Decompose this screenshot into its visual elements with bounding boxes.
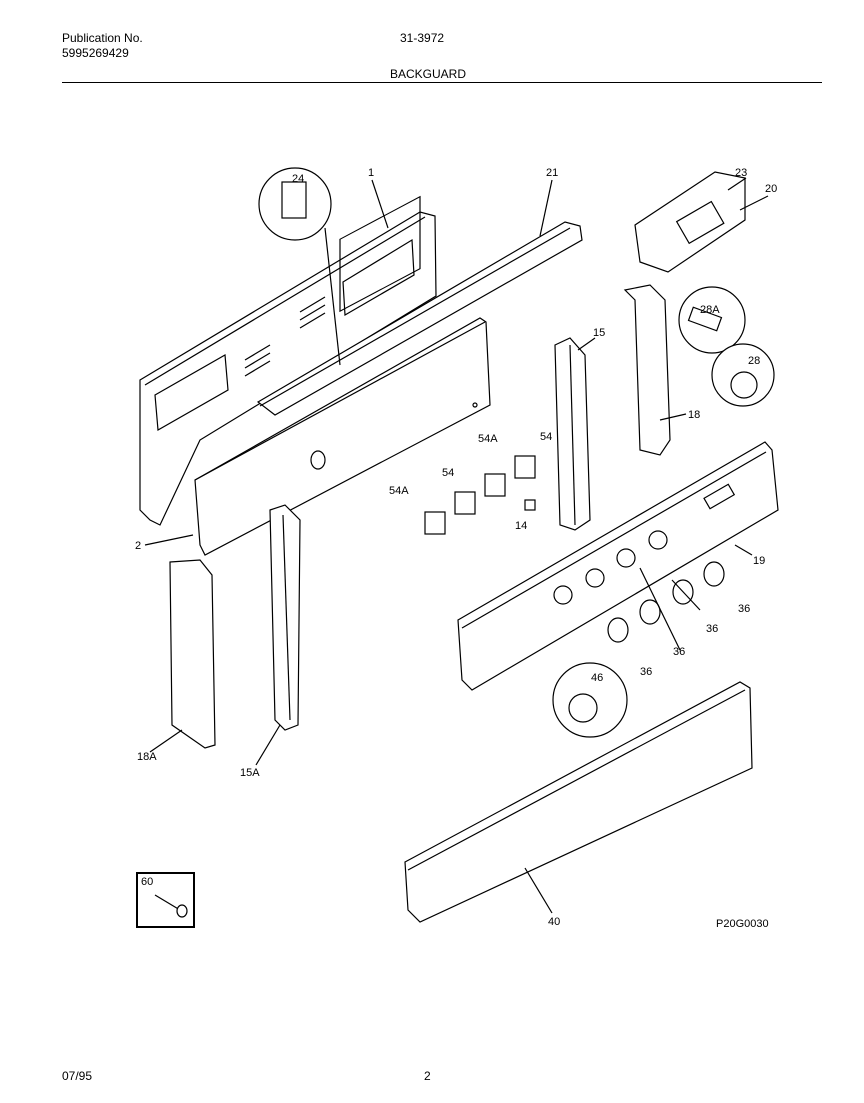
part-18a-side-trim	[169, 559, 216, 749]
part-60-screw-inset	[136, 872, 195, 928]
callout-28a-bulb	[678, 286, 746, 354]
label-20: 20	[765, 183, 777, 195]
label-54a-top: 54A	[478, 433, 498, 445]
label-18: 18	[688, 409, 700, 421]
label-24: 24	[292, 173, 304, 185]
label-40: 40	[548, 916, 560, 928]
diagram-code: P20G0030	[716, 918, 769, 930]
label-36-d: 36	[640, 666, 652, 678]
header-rule	[62, 82, 822, 83]
callout-28-knob	[711, 343, 775, 407]
label-28a: 28A	[700, 304, 720, 316]
leader-lines	[144, 177, 769, 914]
label-54-mid: 54	[442, 467, 454, 479]
part-54-switches	[424, 455, 536, 535]
label-54a-left: 54A	[389, 485, 409, 497]
label-19: 19	[753, 555, 765, 567]
label-23: 23	[735, 167, 747, 179]
label-36-a: 36	[738, 603, 750, 615]
publication-number: 5995269429	[62, 46, 129, 60]
label-2: 2	[135, 540, 141, 552]
publication-label: Publication No.	[62, 31, 143, 45]
part-1-rear-panel	[139, 195, 437, 526]
part-2-support-panel	[194, 317, 491, 556]
label-46: 46	[591, 672, 603, 684]
part-21-top-trim	[256, 221, 583, 416]
label-18a: 18A	[137, 751, 157, 763]
footer-date: 07/95	[62, 1069, 93, 1083]
label-36-b: 36	[706, 623, 718, 635]
section-title: BACKGUARD	[390, 67, 467, 81]
label-36-c: 36	[673, 646, 685, 658]
label-21: 21	[546, 167, 558, 179]
footer-page-number: 2	[424, 1069, 431, 1083]
part-40-lower-trim	[404, 681, 753, 923]
label-60: 60	[141, 876, 153, 888]
label-1: 1	[368, 167, 374, 179]
label-54-top: 54	[540, 431, 552, 443]
part-23-20-clock-assembly	[634, 171, 746, 273]
part-15a-bracket	[269, 504, 301, 731]
part-15-bracket	[554, 337, 591, 531]
callout-24-switch	[258, 167, 341, 366]
label-14: 14	[515, 520, 527, 532]
callout-46-knob	[552, 662, 628, 738]
label-15a: 15A	[240, 767, 260, 779]
document-code: 31-3972	[400, 31, 445, 45]
label-15: 15	[593, 327, 605, 339]
part-18-side-trim	[623, 284, 671, 456]
part-19-control-panel	[457, 441, 779, 691]
label-28: 28	[748, 355, 760, 367]
